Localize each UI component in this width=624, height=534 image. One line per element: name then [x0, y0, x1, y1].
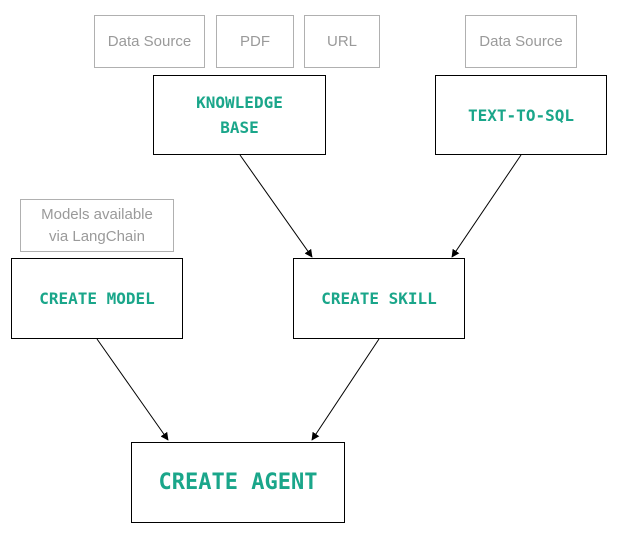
source-models-line2: via LangChain [49, 227, 145, 245]
source-models-langchain: Models available via LangChain [20, 199, 174, 252]
source-data-source-kb: Data Source [94, 15, 205, 68]
node-create-agent-label: CREATE AGENT [158, 470, 318, 495]
source-pdf-label: PDF [240, 32, 270, 50]
node-create-skill: CREATE SKILL [293, 258, 465, 339]
node-text-to-sql: TEXT-TO-SQL [435, 75, 607, 155]
node-knowledge-base: KNOWLEDGE BASE [153, 75, 326, 155]
node-create-skill-label: CREATE SKILL [321, 289, 437, 308]
arrow-create-model-to-create-agent [96, 338, 169, 441]
node-knowledge-base-line2: BASE [220, 118, 259, 137]
source-data-source-sql: Data Source [465, 15, 577, 68]
source-pdf: PDF [216, 15, 294, 68]
node-text-to-sql-label: TEXT-TO-SQL [468, 105, 574, 125]
node-knowledge-base-line1: KNOWLEDGE [196, 93, 283, 112]
arrow-knowledge-base-to-create-skill [239, 154, 313, 258]
source-url: URL [304, 15, 380, 68]
arrow-create-skill-to-create-agent [311, 338, 380, 441]
source-data-source-sql-label: Data Source [479, 32, 563, 50]
source-data-source-kb-label: Data Source [107, 32, 192, 50]
source-url-label: URL [326, 32, 357, 50]
node-create-model: CREATE MODEL [11, 258, 183, 339]
node-create-model-label: CREATE MODEL [39, 289, 155, 308]
source-models-line1: Models available [41, 205, 153, 223]
node-create-agent: CREATE AGENT [131, 442, 345, 523]
arrow-text-to-sql-to-create-skill [451, 154, 522, 258]
